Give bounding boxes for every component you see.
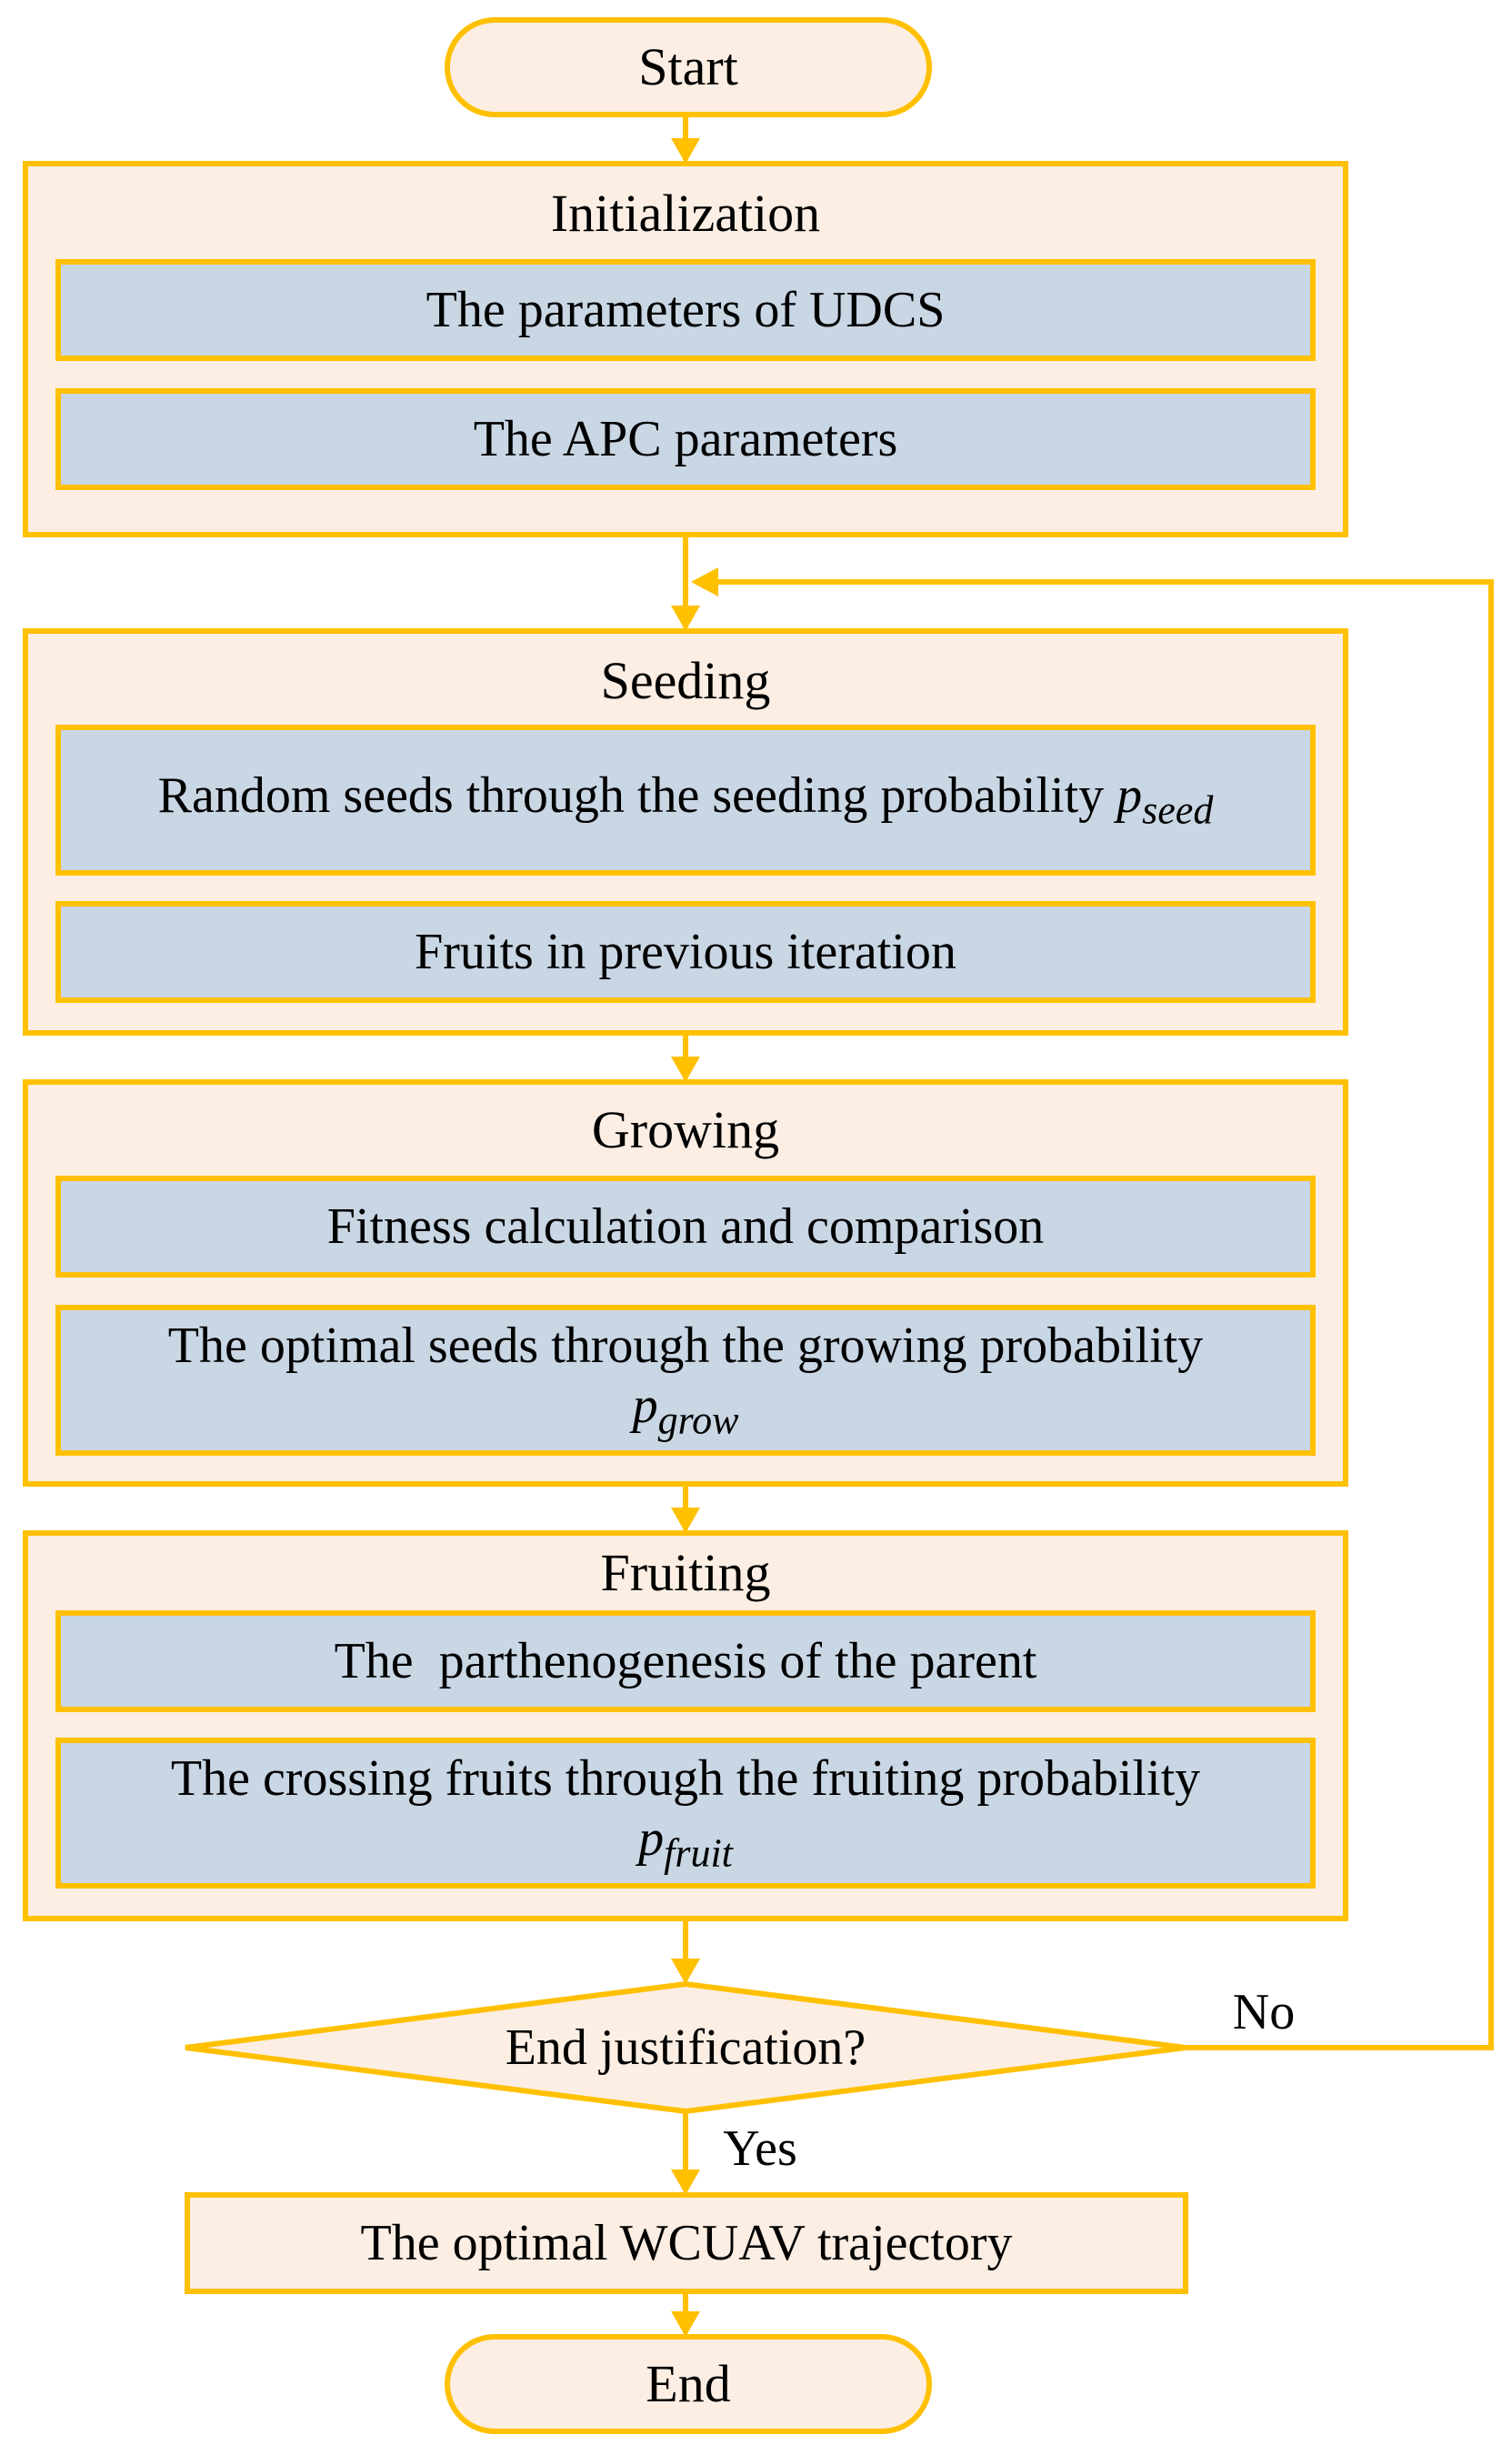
seeding-prob-symbol: p (1116, 767, 1143, 825)
seeding-item-fruits-box (55, 901, 1316, 1003)
loop-back-no-path (698, 579, 1494, 2050)
init-item-udcs: The parameters of UDCS (426, 281, 946, 338)
init-item-apc-box (55, 388, 1316, 490)
seeding-item-random-box (55, 725, 1316, 876)
growing-item-fitness-box (55, 1176, 1316, 1278)
fruiting-item-parthenogenesis-box (55, 1610, 1316, 1712)
arrowhead-init (671, 138, 700, 164)
arrowhead-decision (671, 1959, 700, 1984)
arrowhead-end (671, 2311, 700, 2337)
arrowhead-fruiting (671, 1508, 700, 1533)
seeding-item-random: Random seeds through the seeding probabi… (58, 727, 1313, 873)
fruiting-item-crossing: The crossing fruits through the fruiting… (58, 1740, 1313, 1886)
decision-no-label: No (1232, 1983, 1296, 2040)
init-item-apc: The APC parameters (473, 410, 898, 467)
growing-item-optimal: The optimal seeds through the growing pr… (58, 1308, 1313, 1453)
end-terminal (445, 2334, 932, 2434)
arrowhead-growing (671, 1057, 700, 1082)
arrowhead-seeding (671, 606, 700, 631)
fruiting-title: Fruiting (600, 1542, 771, 1602)
seeding-item-random-text: Random seeds through the seeding probabi… (157, 767, 1117, 825)
growing-item-optimal-box (55, 1305, 1316, 1456)
growing-item-optimal-text: The optimal seeds through the growing pr… (167, 1318, 1204, 1375)
result-label: The optimal WCUAV trajectory (360, 2214, 1013, 2271)
seeding-title: Seeding (600, 650, 771, 710)
fruiting-prob-symbol: p (638, 1810, 665, 1868)
seeding-item-fruits: Fruits in previous iteration (415, 923, 956, 980)
fruiting-item-crossing-box (55, 1738, 1316, 1889)
arrowhead-loop (691, 567, 718, 596)
growing-prob-symbol: p (632, 1378, 658, 1435)
fruiting-item-parthenogenesis: The parthenogenesis of the parent (334, 1632, 1037, 1689)
result-box (185, 2192, 1188, 2294)
growing-prob-subscript: grow (657, 1398, 739, 1443)
init-item-udcs-box (55, 259, 1316, 361)
fruiting-prob-subscript: fruit (664, 1830, 733, 1876)
growing-title: Growing (591, 1099, 780, 1159)
arrowhead-result (671, 2169, 700, 2195)
decision-yes-label: Yes (723, 2119, 797, 2177)
initialization-title: Initialization (550, 183, 821, 243)
decision-label: End justification? (505, 2019, 866, 2076)
growing-item-fitness: Fitness calculation and comparison (326, 1197, 1045, 1255)
fruiting-item-crossing-text: The crossing fruits through the fruiting… (170, 1750, 1201, 1808)
end-label: End (646, 2353, 731, 2413)
seeding-prob-subscript: seed (1142, 787, 1214, 833)
start-label: Start (638, 36, 738, 96)
